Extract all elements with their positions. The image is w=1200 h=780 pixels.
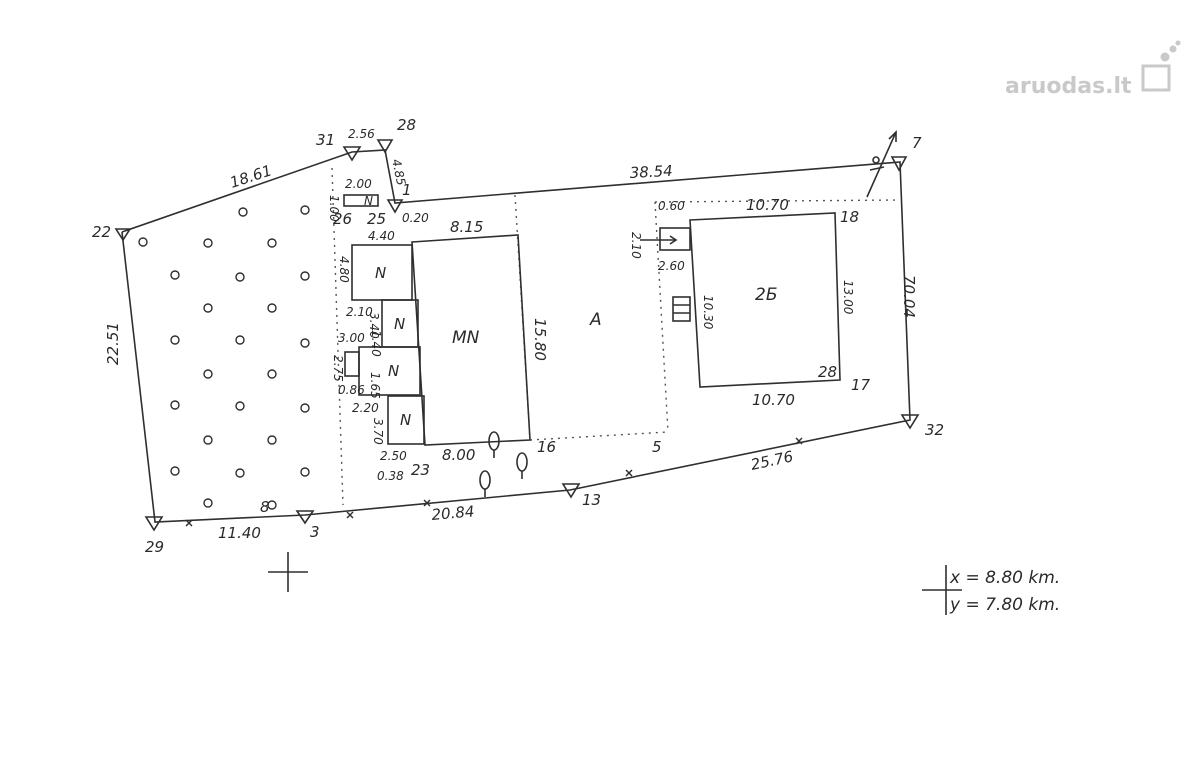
tree-icon: [479, 431, 528, 497]
dim-n5a: 2.20: [352, 401, 379, 415]
dim-mn-top: 8.15: [450, 218, 483, 236]
dim-right: 70.04: [900, 275, 918, 318]
point-8: 8: [260, 498, 270, 516]
dim-n2a: 2.10: [346, 305, 373, 319]
dim-h-right: 13.00: [841, 280, 855, 315]
point-25: 25: [367, 210, 386, 228]
point-13: 13: [582, 491, 601, 509]
dim-mn-left-top: 4.40: [368, 229, 395, 243]
point-17: 17: [851, 376, 871, 394]
point-28-top: 28: [397, 116, 416, 134]
dim-h-porch: 2.60: [658, 259, 685, 273]
dim-n-side: 1.00: [327, 195, 341, 222]
watermark-text: aruodas.lt: [1005, 74, 1132, 99]
building-house: [689, 212, 841, 388]
point-1: 1: [402, 181, 412, 199]
point-32: 32: [925, 421, 944, 439]
building-n4: [387, 395, 425, 445]
point-7: 7: [912, 134, 922, 152]
dim-bottom-b: 20.84: [431, 502, 475, 524]
point-29: 29: [145, 538, 164, 556]
dim-n-top: 2.00: [345, 177, 372, 191]
point-16: 16: [537, 438, 556, 456]
scale-y: y = 7.80 km.: [949, 595, 1060, 615]
point-26: 26: [333, 210, 352, 228]
house-steps: [672, 296, 691, 322]
dim-h-corner: 0.60: [658, 199, 685, 213]
scale-x: x = 8.80 km.: [949, 568, 1060, 588]
dim-n5b: 3.70: [371, 418, 385, 445]
point-31: 31: [316, 131, 335, 149]
dim-n2b: 3.40: [367, 312, 381, 339]
dim-n4c: 0.86: [338, 383, 365, 397]
point-23: 23: [411, 461, 430, 479]
point-22: 22: [92, 223, 111, 241]
garden-divider: [331, 167, 344, 506]
dim-gap: 0.20: [402, 211, 429, 225]
dim-h-top: 10.70: [746, 196, 789, 214]
label-n1: N: [375, 264, 386, 282]
dim-top-right: 38.54: [629, 162, 673, 182]
dim-h-bottom: 10.70: [752, 391, 795, 409]
dim-bottom-a: 11.40: [218, 524, 261, 542]
dim-bl-b: 0.38: [377, 469, 404, 483]
dim-mn-side: 15.80: [531, 318, 549, 361]
point-3: 3: [310, 523, 320, 541]
dim-left: 22.51: [104, 322, 122, 365]
plot-boundary: [121, 149, 911, 523]
building-n-small: [343, 194, 379, 207]
label-n-small: N: [364, 194, 373, 208]
point-18: 18: [840, 208, 859, 226]
dim-n4b: 1.65: [368, 372, 382, 399]
coordinate-cross-icon: [268, 552, 962, 615]
survey-markers: [114, 139, 920, 532]
dim-top-small: 2.56: [348, 127, 375, 141]
house-left-line: [654, 201, 669, 433]
dim-n3a: 3.00: [338, 331, 365, 345]
dim-n4a: 2.75: [331, 355, 345, 382]
house-top-line: [654, 199, 901, 203]
dim-h-left: 10.30: [701, 295, 715, 330]
label-n2: N: [394, 315, 405, 333]
dim-mn-bottom: 8.00: [442, 446, 475, 464]
dim-n3b: 1.40: [369, 330, 383, 357]
garden-trees: [138, 205, 310, 510]
point-28-house: 28: [818, 363, 837, 381]
house-logo-icon: [1141, 40, 1181, 92]
building-n3-annex: [344, 351, 360, 377]
dim-bl-a: 2.50: [380, 449, 407, 463]
label-yard: A: [589, 310, 602, 330]
boundary-ticks: [185, 437, 803, 527]
dim-n1: 4.80: [337, 256, 351, 283]
dim-side-small: 4.85: [389, 158, 408, 187]
label-n4: N: [400, 411, 411, 429]
point-5: 5: [652, 438, 662, 456]
label-n3: N: [388, 362, 399, 380]
dim-h-porch-side: 2.10: [629, 232, 643, 259]
house-porch: [659, 227, 691, 251]
label-mn: MN: [452, 328, 480, 348]
north-arrow-icon: [866, 131, 897, 198]
label-house: 2Б: [755, 285, 777, 305]
